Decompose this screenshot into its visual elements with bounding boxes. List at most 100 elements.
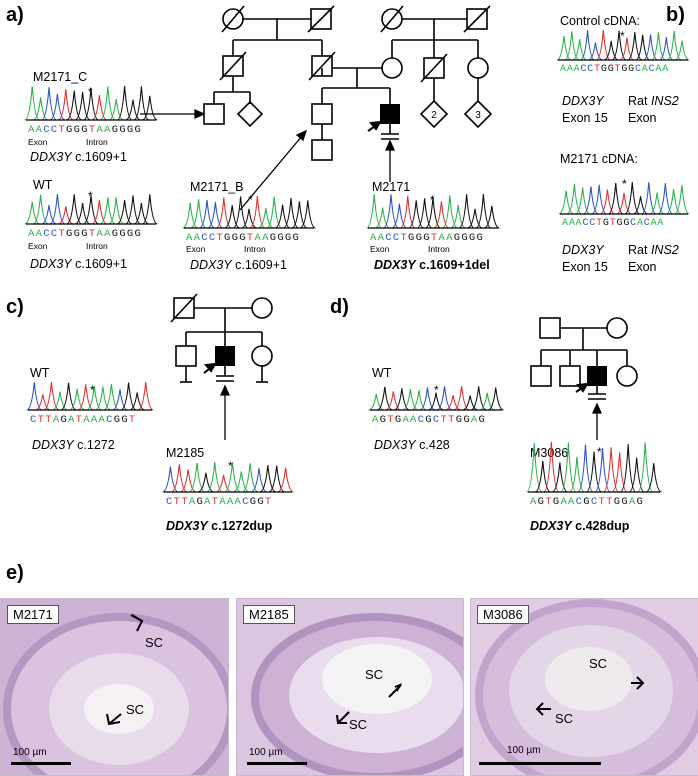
panel-letter-e: e) xyxy=(6,562,24,584)
scale-bar-3 xyxy=(479,762,601,765)
chromatogram-peak xyxy=(190,199,207,229)
chromatogram-peak xyxy=(241,208,257,229)
variant-asterisk: * xyxy=(228,459,233,473)
chromatogram-peak xyxy=(659,37,674,61)
chromatogram-peak xyxy=(266,196,282,229)
chromatogram-peak xyxy=(628,457,645,493)
pedigree-a-deceased-slash-7 xyxy=(420,53,448,83)
chromatogram-peak xyxy=(32,194,49,225)
chromatogram-peak xyxy=(611,30,627,61)
chromatogram-peak xyxy=(594,447,611,493)
histology-tag-m3086: M3086 xyxy=(477,605,529,624)
chromatogram-peak xyxy=(462,395,478,411)
chromatogram-peak xyxy=(125,99,141,121)
chromatogram-peak xyxy=(556,36,572,61)
chromatogram-peak xyxy=(66,90,82,121)
chromatogram-peak xyxy=(645,463,662,493)
variant-asterisk: * xyxy=(622,177,627,191)
m2171b-sequence: AACCTGGGTAAGGGG xyxy=(186,232,301,244)
chromatogram-peak xyxy=(603,40,619,61)
chromatogram-peak xyxy=(577,444,594,493)
chromatogram-peak xyxy=(385,391,402,411)
chromatogram-peak xyxy=(666,30,682,61)
chromatogram-peak xyxy=(69,388,85,411)
chromatogram-peak xyxy=(182,202,198,229)
chromatogram-peak xyxy=(283,197,299,229)
variant-asterisk: * xyxy=(620,29,625,43)
sc-label-1: SC xyxy=(145,635,164,650)
chromatogram-peak xyxy=(674,184,690,215)
chromatogram-peak xyxy=(599,189,616,215)
chromatogram-peak xyxy=(41,204,57,225)
chromatogram-peak xyxy=(484,205,500,229)
m2171-cdna-sequence: AAACCTGTGGCACAA xyxy=(562,218,665,229)
m2171-cdna-title: M2171 cDNA: xyxy=(560,152,638,166)
scale-label-2: 100 µm xyxy=(249,747,283,758)
chromatogram-peak xyxy=(41,87,57,121)
chromatogram-peak xyxy=(277,467,294,493)
chromatogram-peak xyxy=(391,203,408,229)
pedigree-a-affected-proband xyxy=(380,104,400,124)
chromatogram-peak xyxy=(419,387,436,411)
chromatogram-peak xyxy=(366,193,382,229)
chromatogram-peak xyxy=(436,386,453,411)
m3086-sequence: AGTGAACGCTTGGAG xyxy=(530,496,645,508)
wt-variant-c: DDX3Y c.1272 xyxy=(32,438,115,452)
chromatogram-peak xyxy=(558,190,574,215)
chromatogram-peak xyxy=(408,200,424,229)
chromatogram-peak xyxy=(470,386,487,411)
chromatogram-peak xyxy=(83,88,99,121)
m2171c-intron-label: Intron xyxy=(86,137,108,147)
pedigree-a-deceased-slash-5 xyxy=(380,5,404,33)
chromatogram-peak xyxy=(216,197,232,229)
m3086-label: M3086 xyxy=(530,446,569,460)
chromatogram-peak xyxy=(643,34,658,61)
pedigree-d-father xyxy=(539,317,561,339)
control-exon15: Exon 15 xyxy=(562,111,608,125)
chromatogram-peak xyxy=(591,184,607,215)
chromatogram-peak xyxy=(651,32,666,61)
chromatogram-peak xyxy=(116,85,133,121)
chromatogram-peak xyxy=(566,184,583,215)
pedigree-a-deceased-slash-4 xyxy=(308,51,336,81)
chromatogram-peak xyxy=(603,447,620,493)
chromatogram-peak xyxy=(58,89,74,121)
histology-m2171-image xyxy=(1,599,228,775)
pedigree-c-brother xyxy=(175,345,197,367)
m2171b-variant: DDX3Y c.1609+1 xyxy=(190,258,287,272)
chromatogram-peak xyxy=(224,205,240,229)
chromatogram-peak xyxy=(442,195,458,229)
pedigree-a-deceased-slash-3 xyxy=(219,51,247,81)
chromatogram-peak xyxy=(129,392,145,411)
chromatogram-peak xyxy=(52,391,68,411)
pedigree-a-deceased-slash-6 xyxy=(463,5,491,33)
chromatogram-peak xyxy=(199,199,215,229)
chromatogram-wt-c: * xyxy=(26,381,154,411)
chromatogram-peak xyxy=(560,442,577,493)
m2171-cdna-gene: DDX3Y xyxy=(562,243,604,257)
chromatogram-peak xyxy=(100,86,116,121)
chromatogram-peak xyxy=(188,462,206,493)
chromatogram-control-cdna: * xyxy=(556,29,690,61)
chromatogram-peak xyxy=(300,200,316,229)
chromatogram-peak xyxy=(569,456,585,493)
chromatogram-peak xyxy=(125,195,141,225)
m2171-label: M2171 xyxy=(372,180,411,194)
wt-label-a: WT xyxy=(33,178,53,192)
m2171b-label: M2171_B xyxy=(190,180,244,194)
m2171-sequence: AACCTGGGTAAGGGG xyxy=(370,232,485,244)
variant-asterisk: * xyxy=(88,85,93,99)
control-gene: DDX3Y xyxy=(562,94,604,108)
pedigree-a-deceased-slash-1 xyxy=(221,5,245,33)
chromatogram-peak xyxy=(627,32,643,61)
chromatogram-peak xyxy=(32,97,49,121)
chromatogram-peak xyxy=(241,463,259,493)
wt-intron-label: Intron xyxy=(86,241,108,251)
histology-tag-m2171: M2171 xyxy=(7,605,59,624)
chromatogram-peak xyxy=(445,395,461,411)
pedigree-c-sister xyxy=(251,345,273,367)
chromatogram-peak xyxy=(611,452,628,493)
chromatogram-peak xyxy=(142,194,158,225)
sc-arrows-3 xyxy=(535,676,645,716)
pedigree-a-diamond-1 xyxy=(236,100,264,128)
